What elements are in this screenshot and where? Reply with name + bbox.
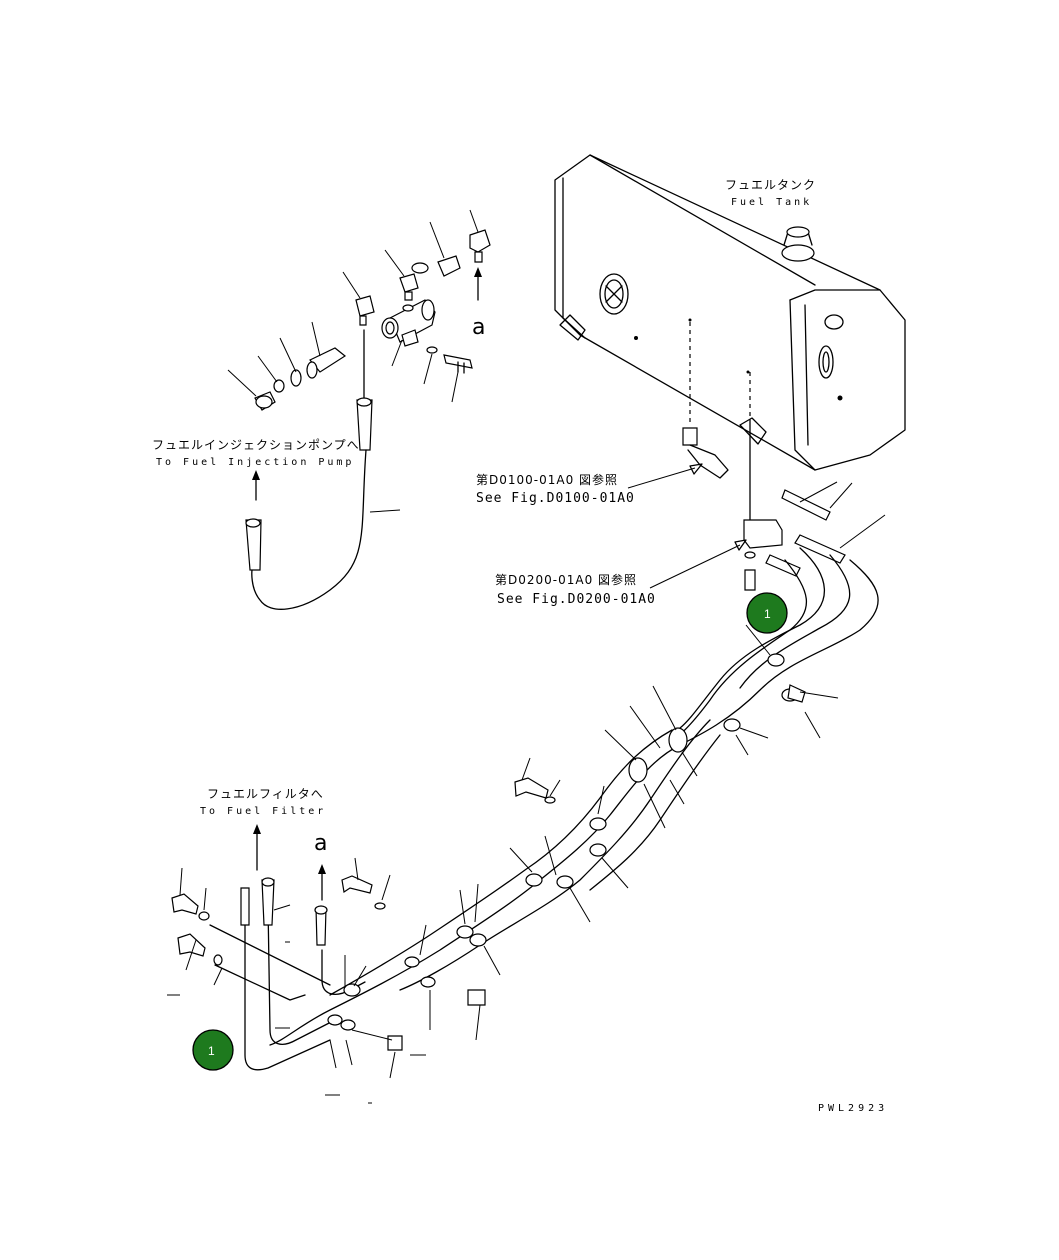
injection-pump-label-en: To Fuel Injection Pump	[156, 457, 354, 468]
fuel-tank	[554, 154, 906, 471]
callout-badge-1-bottom[interactable]: 1	[192, 1029, 234, 1071]
ref2-label-jp: 第D0200-01A0 図参照	[495, 572, 637, 587]
fuel-filter-label-jp: フュエルフィルタへ	[207, 787, 324, 801]
fuel-tank-label-en: Fuel Tank	[731, 197, 812, 208]
view-a-label-bottom: a	[314, 831, 327, 856]
drawing-code: PWL2923	[818, 1103, 888, 1114]
ref1-leader	[627, 467, 696, 489]
ref2-leader	[649, 544, 741, 589]
callout-badge-circle	[746, 592, 788, 634]
tank-drain-valve	[682, 322, 886, 591]
callout-badge-1-top[interactable]: 1	[746, 592, 788, 634]
ref1-label-en: See Fig.D0100-01A0	[476, 491, 635, 506]
fuel-hose-routing	[167, 481, 879, 1104]
ref1-label-jp: 第D0100-01A0 図参照	[476, 472, 618, 487]
callout-badge-circle	[192, 1029, 234, 1071]
callout-badge-number: 1	[764, 607, 771, 621]
injection-pump-fittings	[227, 209, 491, 610]
ref2-label-en: See Fig.D0200-01A0	[497, 592, 656, 607]
injection-pump-label-jp: フュエルインジェクションポンプへ	[152, 438, 360, 452]
view-a-label-top: a	[472, 315, 485, 340]
fuel-filter-label-en: To Fuel Filter	[200, 806, 326, 817]
fuel-tank-label-jp: フュエルタンク	[725, 178, 816, 192]
callout-badge-number: 1	[208, 1044, 215, 1058]
